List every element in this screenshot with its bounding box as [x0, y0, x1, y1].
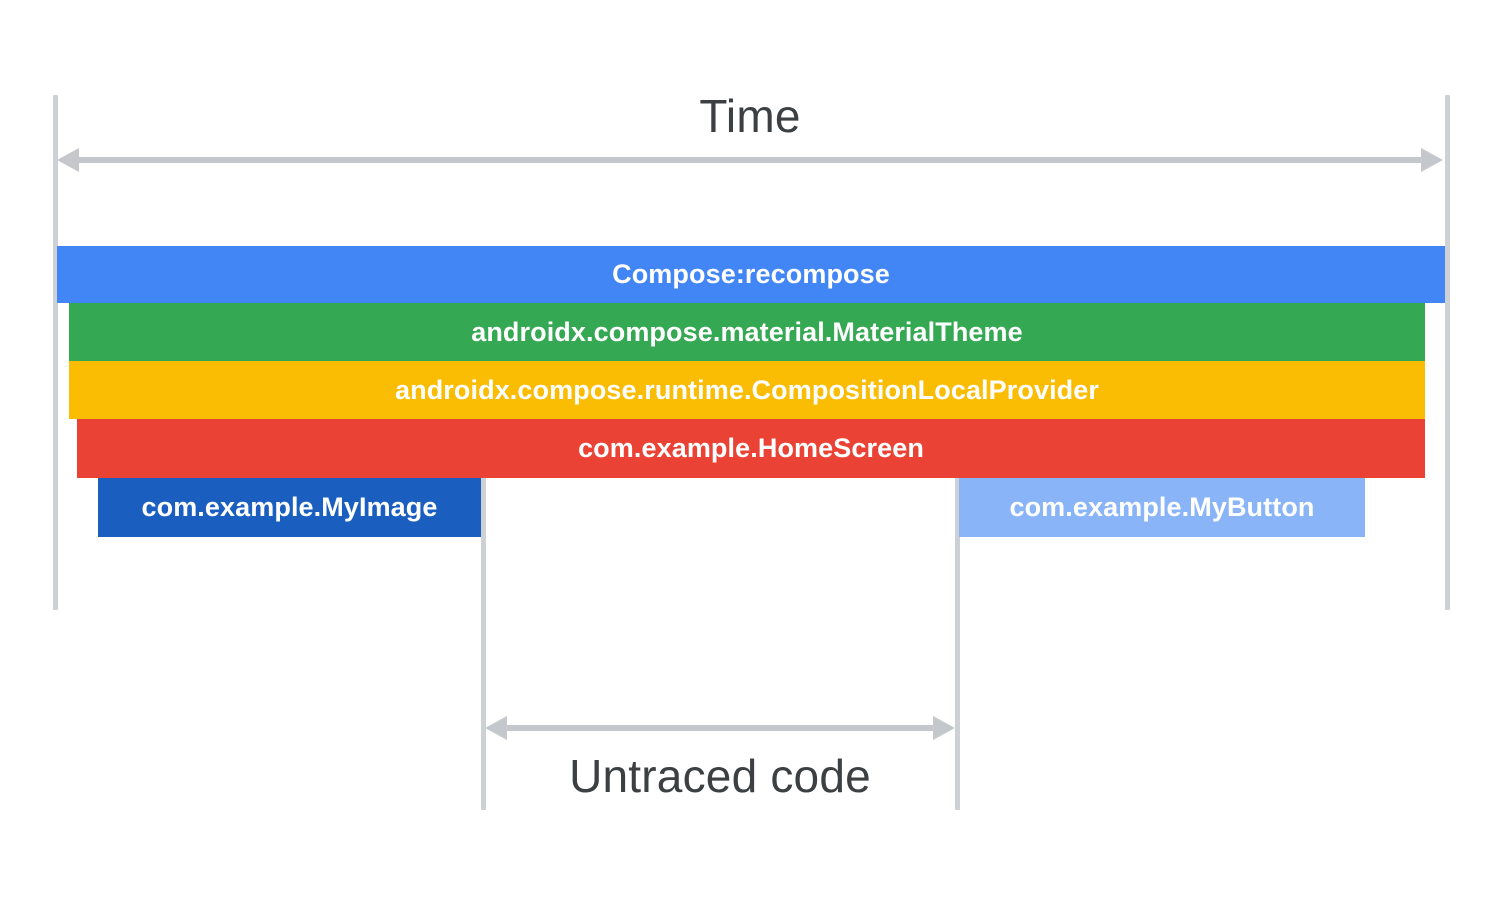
untraced-code-arrow [485, 716, 955, 740]
trace-bar-home-screen[interactable]: com.example.HomeScreen [77, 419, 1425, 478]
arrow-shaft [79, 157, 1421, 163]
right-time-axis-line [1445, 95, 1450, 610]
arrow-shaft [507, 725, 933, 731]
trace-bar-label: com.example.MyButton [1009, 492, 1315, 522]
trace-bar-my-image[interactable]: com.example.MyImage [98, 478, 481, 537]
arrow-right-head-icon [1421, 148, 1443, 172]
trace-bar-label: com.example.HomeScreen [578, 433, 924, 463]
time-axis-arrow [57, 148, 1443, 172]
arrow-left-head-icon [485, 716, 507, 740]
trace-bar-composition-local-provider[interactable]: androidx.compose.runtime.CompositionLoca… [69, 361, 1425, 419]
trace-bar-label: androidx.compose.material.MaterialTheme [471, 316, 1023, 347]
untraced-right-line [955, 478, 960, 810]
trace-bar-material-theme[interactable]: androidx.compose.material.MaterialTheme [69, 303, 1425, 361]
trace-bar-label: androidx.compose.runtime.CompositionLoca… [395, 374, 1099, 405]
untraced-code-label: Untraced code [569, 750, 871, 802]
left-time-axis-line [53, 95, 58, 610]
arrow-left-head-icon [57, 148, 79, 172]
time-axis-title: Time [699, 90, 801, 142]
untraced-left-line [481, 478, 486, 810]
trace-bar-label: Compose:recompose [612, 259, 890, 289]
trace-bar-my-button[interactable]: com.example.MyButton [959, 478, 1365, 537]
trace-bar-label: com.example.MyImage [141, 492, 438, 522]
arrow-right-head-icon [933, 716, 955, 740]
trace-bar-compose-recompose[interactable]: Compose:recompose [57, 246, 1445, 303]
